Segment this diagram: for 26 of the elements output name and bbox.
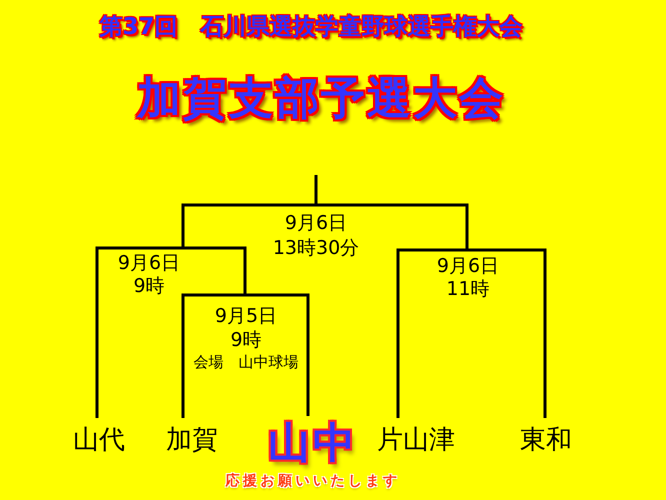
team-name: 加賀: [166, 418, 218, 462]
bracket-line: [316, 204, 468, 250]
venue-text: 会場 山中球場: [194, 352, 298, 372]
match-date: 9月6日: [284, 211, 348, 236]
match-time: 9時: [133, 275, 165, 298]
bracket-line: [182, 204, 316, 248]
team-name: 片山津: [377, 418, 455, 462]
match-time: 9時: [230, 328, 262, 352]
event-heading: 第37回 石川県選抜学童野球選手権大会: [100, 13, 522, 42]
bracket-line: [96, 246, 183, 418]
support-message: 応援お願いいたします: [226, 472, 400, 490]
team-name: 山代: [73, 418, 125, 462]
bracket-line: [396, 248, 467, 418]
match-date: 9月6日: [118, 252, 180, 275]
bracket-line: [183, 246, 246, 295]
bracket-line: [467, 248, 546, 418]
match-time: 13時30分: [272, 236, 360, 261]
highlighted-team-name: 山中: [268, 416, 358, 470]
bracket-line: [245, 294, 310, 416]
title-heading: 加賀支部予選大会: [137, 72, 505, 126]
match-date: 9月6日: [436, 255, 500, 278]
match-date: 9月5日: [214, 304, 278, 328]
team-name: 東和: [520, 418, 572, 462]
bracket-line: [182, 294, 245, 418]
bracket-line: [314, 175, 318, 205]
match-time: 11時: [446, 278, 490, 301]
